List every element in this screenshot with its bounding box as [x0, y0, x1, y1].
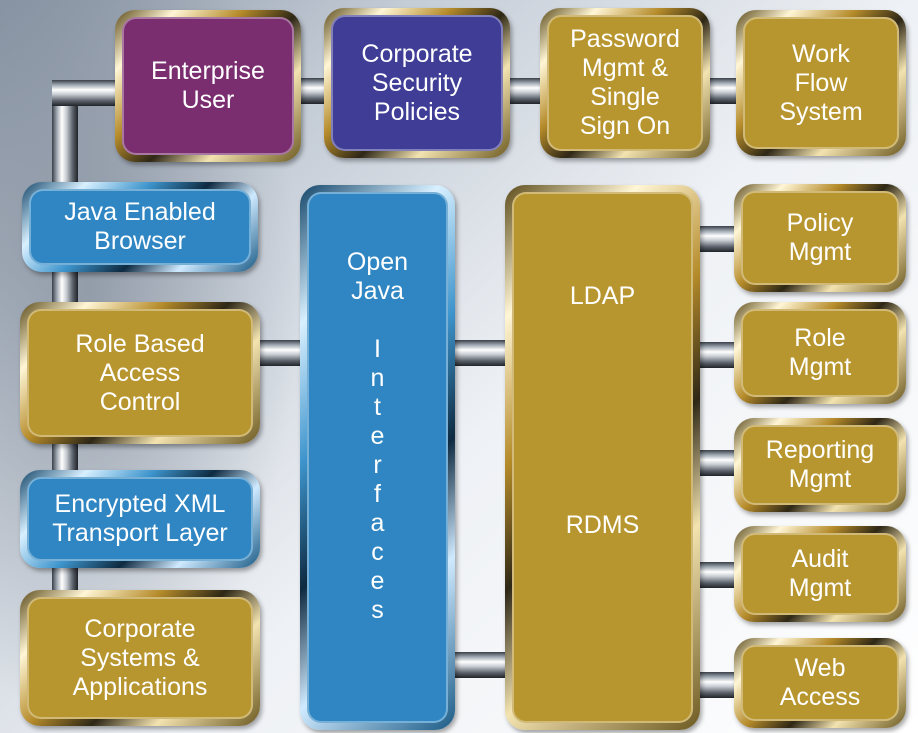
reporting-mgmt-node: Reporting Mgmt — [734, 418, 906, 512]
rbac-line-1: Role Based — [75, 329, 205, 358]
password-mgmt-line-1: Password — [570, 25, 680, 53]
enterprise-user-node: Enterprise User — [115, 10, 301, 162]
role-based-access-control-node: Role Based Access Control — [20, 302, 260, 444]
policy-mgmt-node: Policy Mgmt — [734, 184, 906, 292]
encrypted-xml-line-2: Transport Layer — [52, 519, 228, 547]
role-mgmt-line-2: Mgmt — [788, 353, 852, 381]
corporate-security-policies-line-3: Policies — [373, 97, 461, 126]
ldap-label: LDAP — [569, 282, 636, 310]
enterprise-user-line-1: Enterprise — [151, 57, 265, 85]
corporate-security-policies-node: Corporate Security Policies — [324, 8, 510, 158]
java-browser-line-1: Java Enabled — [64, 198, 216, 226]
ldap-rdms-node: LDAP RDMS — [505, 185, 700, 730]
work-flow-line-1: Work — [792, 39, 850, 68]
enterprise-user-line-2: User — [181, 86, 235, 114]
password-mgmt-line-3: Single — [590, 83, 660, 111]
oji-line-12: e — [370, 567, 385, 595]
audit-mgmt-line-2: Mgmt — [788, 574, 852, 602]
audit-mgmt-node: Audit Mgmt — [734, 526, 906, 622]
oji-line-1: Open — [346, 248, 409, 276]
oji-line-5: n — [370, 364, 385, 392]
rdms-label: RDMS — [565, 511, 640, 539]
oji-line-2: Java — [351, 277, 404, 305]
rbac-line-3: Control — [99, 387, 181, 416]
corporate-systems-applications-node: Corporate Systems & Applications — [20, 590, 260, 726]
oji-line-6: t — [374, 393, 381, 421]
java-browser-line-2: Browser — [94, 227, 186, 255]
work-flow-line-3: System — [779, 97, 863, 126]
encrypted-xml-transport-node: Encrypted XML Transport Layer — [20, 470, 260, 568]
password-mgmt-node: Password Mgmt & Single Sign On — [540, 8, 710, 158]
role-mgmt-line-1: Role — [794, 324, 846, 352]
encrypted-xml-line-1: Encrypted XML — [54, 490, 226, 518]
oji-line-8: r — [373, 451, 382, 479]
role-mgmt-node: Role Mgmt — [734, 302, 906, 404]
policy-mgmt-line-2: Mgmt — [788, 238, 852, 266]
oji-line-9: f — [374, 480, 381, 508]
corporate-systems-line-3: Applications — [72, 672, 208, 701]
corporate-systems-line-2: Systems & — [80, 643, 200, 672]
java-enabled-browser-node: Java Enabled Browser — [22, 182, 258, 272]
oji-line-4: I — [374, 335, 381, 363]
oji-line-11: c — [371, 538, 384, 566]
web-access-line-1: Web — [794, 654, 846, 682]
corporate-security-policies-line-1: Corporate — [361, 39, 473, 68]
corporate-systems-line-1: Corporate — [84, 614, 196, 643]
audit-mgmt-line-1: Audit — [791, 545, 849, 573]
reporting-mgmt-line-2: Mgmt — [788, 465, 852, 493]
policy-mgmt-line-1: Policy — [786, 209, 854, 237]
work-flow-system-node: Work Flow System — [736, 10, 906, 156]
web-access-line-2: Access — [779, 683, 861, 711]
corporate-security-policies-line-2: Security — [371, 68, 463, 97]
rbac-line-2: Access — [99, 358, 181, 387]
oji-line-3 — [374, 306, 381, 335]
open-java-interfaces-node: Open Java I n t e r f a c e s — [300, 185, 455, 730]
oji-line-10: a — [370, 509, 385, 537]
work-flow-line-2: Flow — [794, 68, 848, 97]
web-access-node: Web Access — [734, 638, 906, 728]
reporting-mgmt-line-1: Reporting — [765, 436, 875, 464]
password-mgmt-line-4: Sign On — [579, 112, 671, 140]
oji-line-7: e — [370, 422, 385, 450]
oji-line-13: s — [371, 596, 384, 624]
password-mgmt-line-2: Mgmt & — [581, 54, 669, 82]
